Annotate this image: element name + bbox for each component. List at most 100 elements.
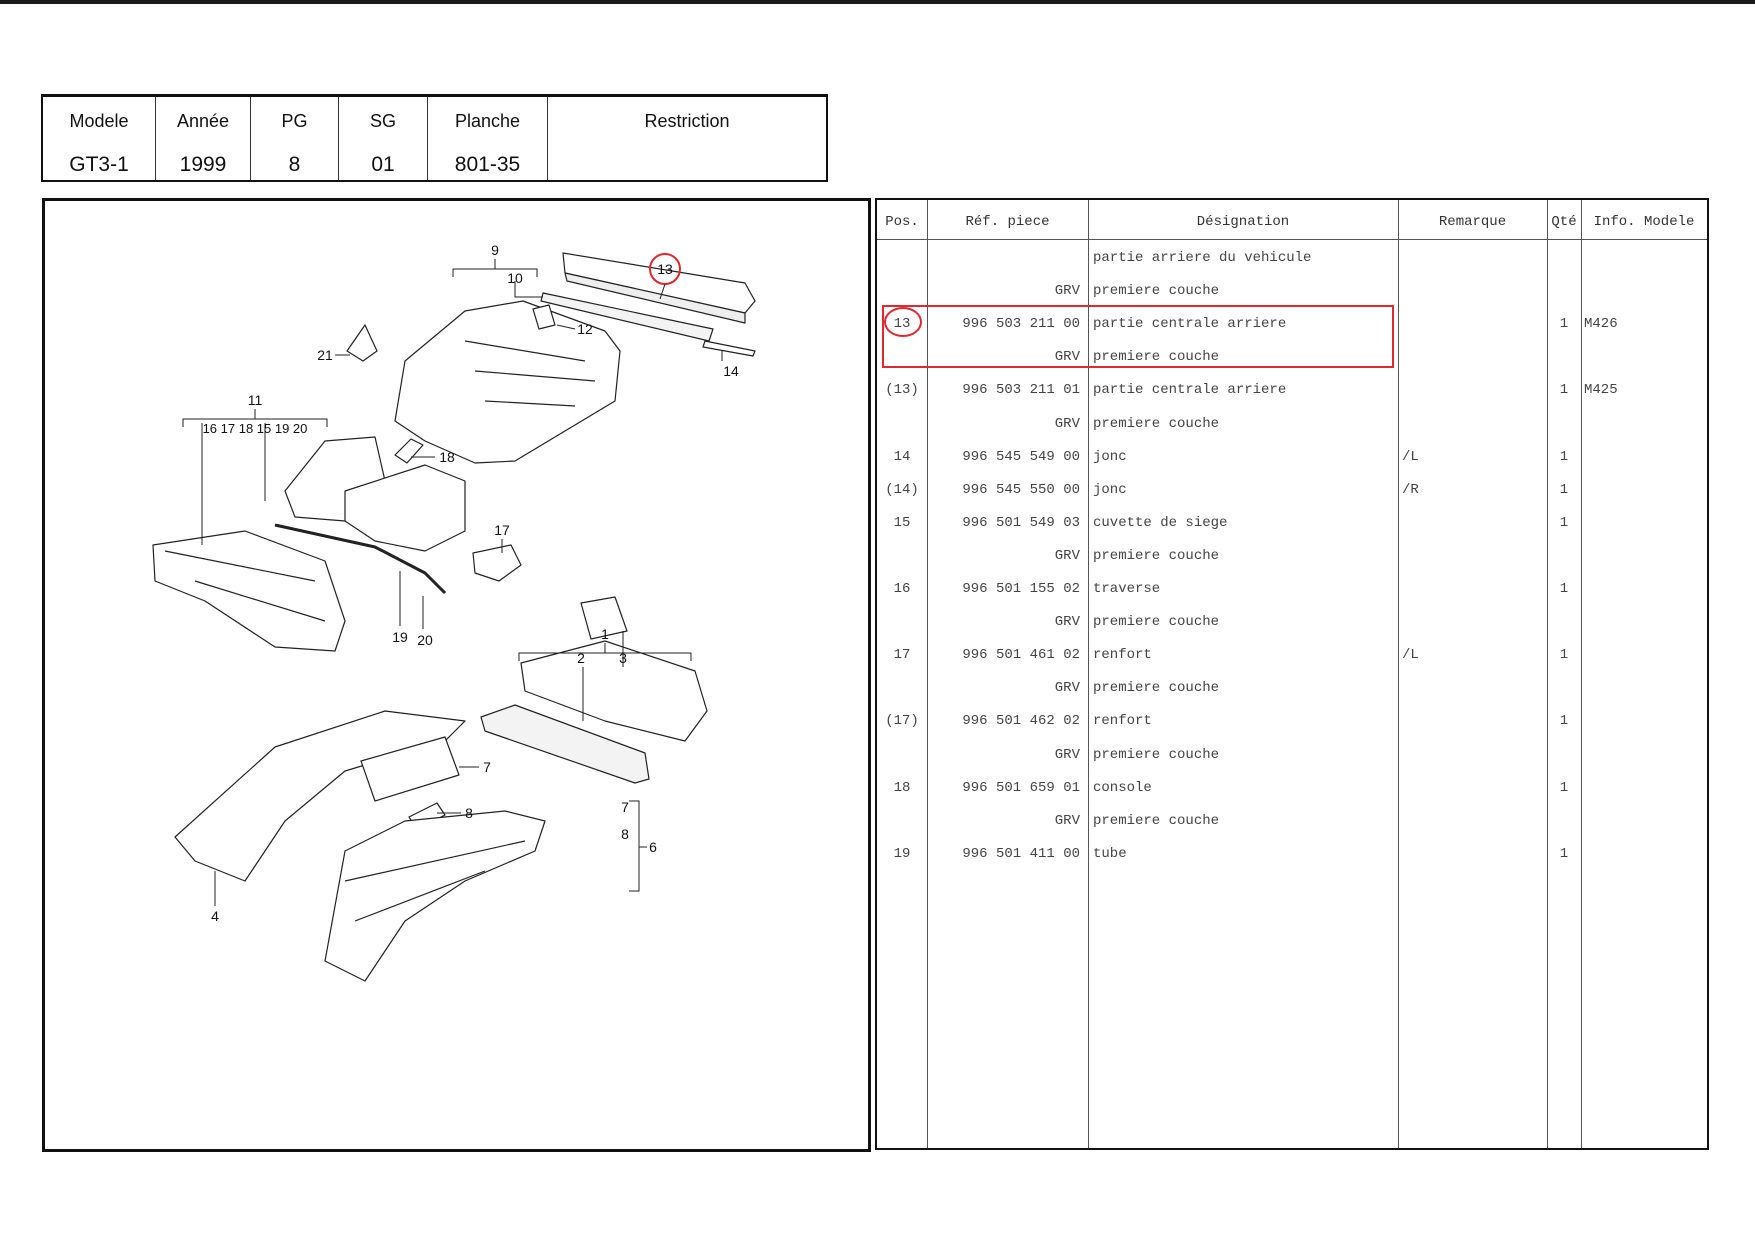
col-divider [1088,200,1089,1148]
table-row: 14 996 545 549 00 jonc/L 1 [877,441,1707,474]
cell-pos: (13) [885,382,919,399]
info-col-annee: Année 1999 [156,97,251,180]
info-label: PG [281,111,308,131]
exploded-parts-diagram: 13 9 10 12 21 14 11 16 17 18 15 19 20 18… [42,198,871,1152]
col-header-designation: Désignation [1196,214,1290,230]
info-label: Modele [69,111,129,131]
cell-ref: GRV [1054,547,1080,564]
part-1-lower [480,704,650,784]
callout-label: 6 [649,839,657,855]
cell-designation: partie centrale arriere [1093,382,1287,399]
info-value: GT3-1 [69,153,129,176]
callout-label: 2 [577,650,585,666]
info-col-restriction: Restriction [548,97,826,180]
cell-designation: renfort [1093,647,1152,664]
callout-label: 11 [248,392,263,408]
part-12-shape [532,304,556,330]
cell-ref: GRV [1054,680,1080,697]
callout-label: 19 [392,629,408,645]
cell-pos: 14 [893,448,911,465]
cell-designation: premiere couche [1093,349,1220,366]
cell-qty: 1 [1559,382,1569,399]
cell-remarque: /L [1402,448,1419,465]
cell-designation: premiere couche [1093,415,1220,432]
callout-label: 17 [494,522,510,538]
cell-ref: 996 503 211 00 [962,316,1080,333]
info-value: 8 [288,153,301,176]
info-label: Année [176,111,230,131]
callout-label: 7 [483,759,491,775]
table-row: partie arriere du vehicule [877,242,1707,275]
cell-designation: tube [1093,845,1127,862]
callout-label: 1 [601,626,609,642]
table-row: GRV premiere couche [877,408,1707,441]
cell-info: M426 [1584,316,1618,333]
page-top-edge [0,0,1755,4]
cell-qty: 1 [1559,316,1569,333]
cell-ref: GRV [1054,283,1080,300]
cell-ref: 996 501 411 00 [962,845,1080,862]
col-divider [927,200,928,1148]
cell-designation: jonc [1093,448,1127,465]
col-header-remarque: Remarque [1438,214,1507,230]
cell-qty: 1 [1559,448,1569,465]
cell-ref: GRV [1054,415,1080,432]
part-10-shape [540,292,714,342]
cell-pos: 17 [893,647,911,664]
info-label: SG [369,111,396,131]
callout-label: 16 17 18 15 19 20 [203,421,308,436]
cell-ref: 996 503 211 01 [962,382,1080,399]
callout-label: 9 [491,242,499,258]
info-value: 1999 [179,153,227,176]
callout-label: 8 [621,826,629,842]
part-3-shape [580,596,628,640]
callout-label: 13 [657,261,673,277]
cell-designation: console [1093,779,1152,796]
info-col-sg: SG 01 [339,97,428,180]
cell-ref: 996 501 462 02 [962,713,1080,730]
cell-ref: GRV [1054,812,1080,829]
info-col-pg: PG 8 [251,97,339,180]
header-divider [877,239,1707,240]
callout-label: 12 [577,321,593,337]
cell-qty: 1 [1559,514,1569,531]
part-19-tube [274,523,447,595]
cell-designation: premiere couche [1093,614,1220,631]
callout-label: 10 [507,270,523,286]
highlight-circle-pos-13 [884,307,922,337]
cell-qty: 1 [1559,647,1569,664]
callout-label: 18 [439,449,455,465]
col-header-ref: Réf. piece [965,214,1050,230]
cell-ref: 996 545 550 00 [962,481,1080,498]
cell-designation: cuvette de siege [1093,514,1228,531]
cell-ref: GRV [1054,614,1080,631]
cell-designation: renfort [1093,713,1152,730]
part-14-shape [702,340,756,357]
info-col-modele: Modele GT3-1 [43,97,156,180]
col-header-pos: Pos. [885,214,919,230]
table-row: GRV premiere couche [877,805,1707,838]
cell-pos: 18 [893,779,911,796]
cell-qty: 1 [1559,713,1569,730]
part-21-shape [346,324,378,362]
cell-pos: (14) [885,481,919,498]
cell-qty: 1 [1559,581,1569,597]
col-header-info: Info. Modele [1593,214,1695,230]
model-info-table: Modele GT3-1 Année 1999 PG 8 SG 01 Planc… [41,94,828,182]
callout-label: 7 [621,799,629,815]
info-col-planche: Planche 801-35 [428,97,548,180]
cell-designation: premiere couche [1093,812,1220,829]
cell-ref: 996 545 549 00 [962,448,1080,465]
cell-designation: premiere couche [1093,746,1220,763]
cell-designation: jonc [1093,481,1127,498]
part-11-shape [152,530,346,652]
cell-ref: 996 501 659 01 [962,779,1080,796]
